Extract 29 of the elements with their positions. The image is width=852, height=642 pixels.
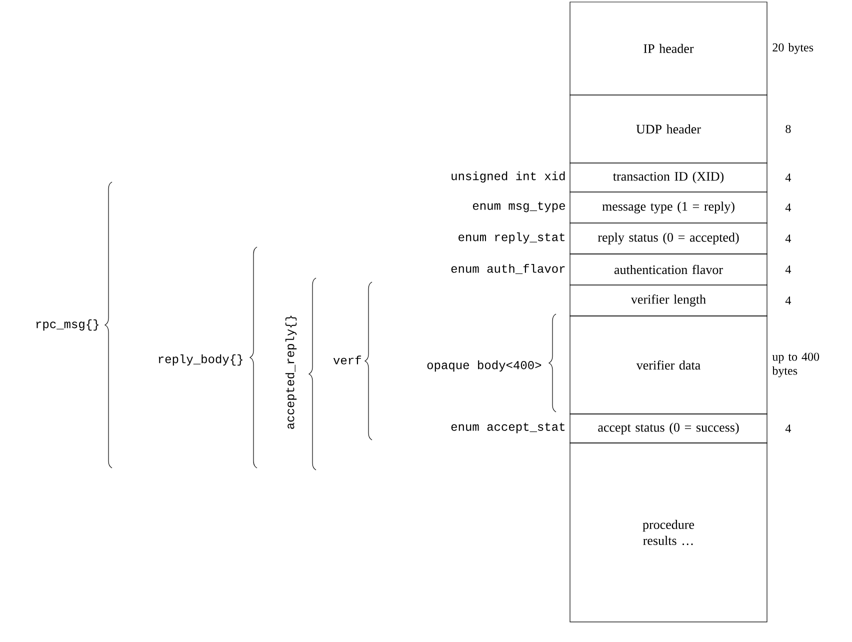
size-label: 8 xyxy=(786,124,791,134)
struct-name: verf xyxy=(333,356,362,364)
struct-name: reply_body{} xyxy=(158,354,242,366)
field-declaration: enum reply_stat xyxy=(458,232,565,244)
field-box: authentication flavor xyxy=(570,254,768,286)
struct-name: rpc_msg{} xyxy=(36,319,98,331)
field-box: accept status (0 = success) xyxy=(570,414,768,444)
size-label: 4 xyxy=(785,204,792,212)
size-label: 4 xyxy=(785,234,792,242)
field-box: verifier length xyxy=(570,284,768,316)
field-declaration: enum msg_type xyxy=(472,202,565,212)
field-box: verifier data xyxy=(570,316,768,414)
field-declaration: unsigned int xid xyxy=(452,171,565,183)
size-label: 4 xyxy=(785,296,792,304)
field-declaration: enum accept_stat xyxy=(451,422,565,434)
struct-name: opaque body<400> xyxy=(427,360,542,372)
field-box: UDP header xyxy=(570,94,768,164)
size-label: 4 xyxy=(785,174,792,182)
size-label: 20 bytes xyxy=(772,43,814,54)
field-box: IP header xyxy=(570,2,768,96)
field-box: procedure results … xyxy=(570,442,768,622)
field-box: message type (1 = reply) xyxy=(570,192,768,224)
size-label: 4 xyxy=(785,266,792,274)
struct-name: accepted_reply{} xyxy=(285,316,297,429)
size-label: up to 400 bytes xyxy=(772,352,820,378)
field-declaration: enum auth_flavor xyxy=(451,264,565,274)
size-label: 4 xyxy=(785,424,792,432)
field-box: reply status (0 = accepted) xyxy=(570,222,768,254)
field-box: transaction ID (XID) xyxy=(570,162,768,192)
